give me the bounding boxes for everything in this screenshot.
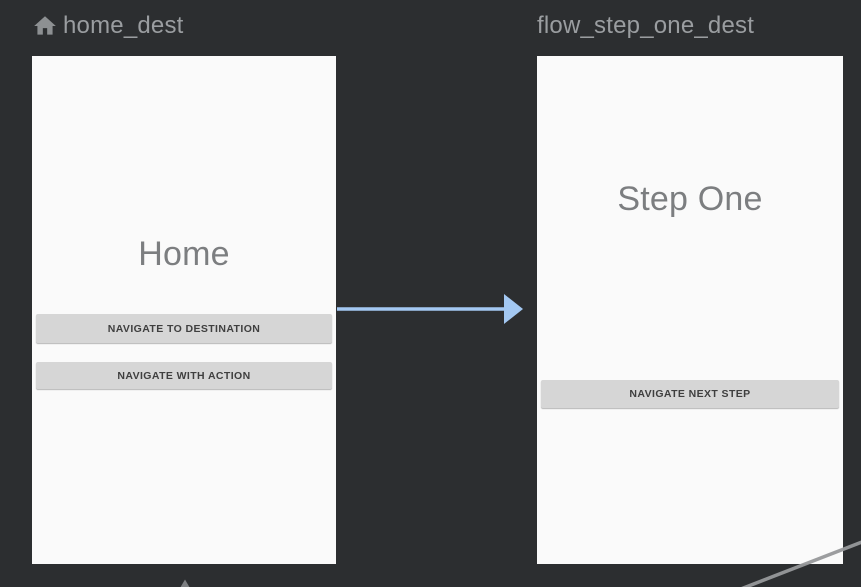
action-arrowhead-right-icon	[504, 294, 523, 324]
destination-preview-flow-step-one[interactable]: Step One NAVIGATE NEXT STEP	[537, 56, 843, 564]
screen-title-step-one: Step One	[617, 180, 763, 218]
action-arrow-home-to-step-one[interactable]	[330, 290, 530, 330]
preview-button-navigate-to-destination: NAVIGATE TO DESTINATION	[36, 314, 332, 343]
incoming-arrowhead-up-icon	[180, 579, 190, 587]
destination-label-home: home_dest	[63, 12, 184, 39]
preview-button-navigate-with-action: NAVIGATE WITH ACTION	[36, 362, 332, 389]
destination-header-home[interactable]: home_dest	[32, 8, 184, 44]
home-icon	[34, 16, 56, 35]
screen-title-home: Home	[138, 235, 230, 273]
destination-preview-home[interactable]: Home NAVIGATE TO DESTINATION NAVIGATE WI…	[32, 56, 336, 564]
home-icon-path	[34, 16, 56, 35]
preview-button-navigate-next-step: NAVIGATE NEXT STEP	[541, 380, 839, 408]
destination-header-flow-step-one[interactable]: flow_step_one_dest	[537, 8, 754, 44]
destination-label-flow-step-one: flow_step_one_dest	[537, 12, 755, 39]
